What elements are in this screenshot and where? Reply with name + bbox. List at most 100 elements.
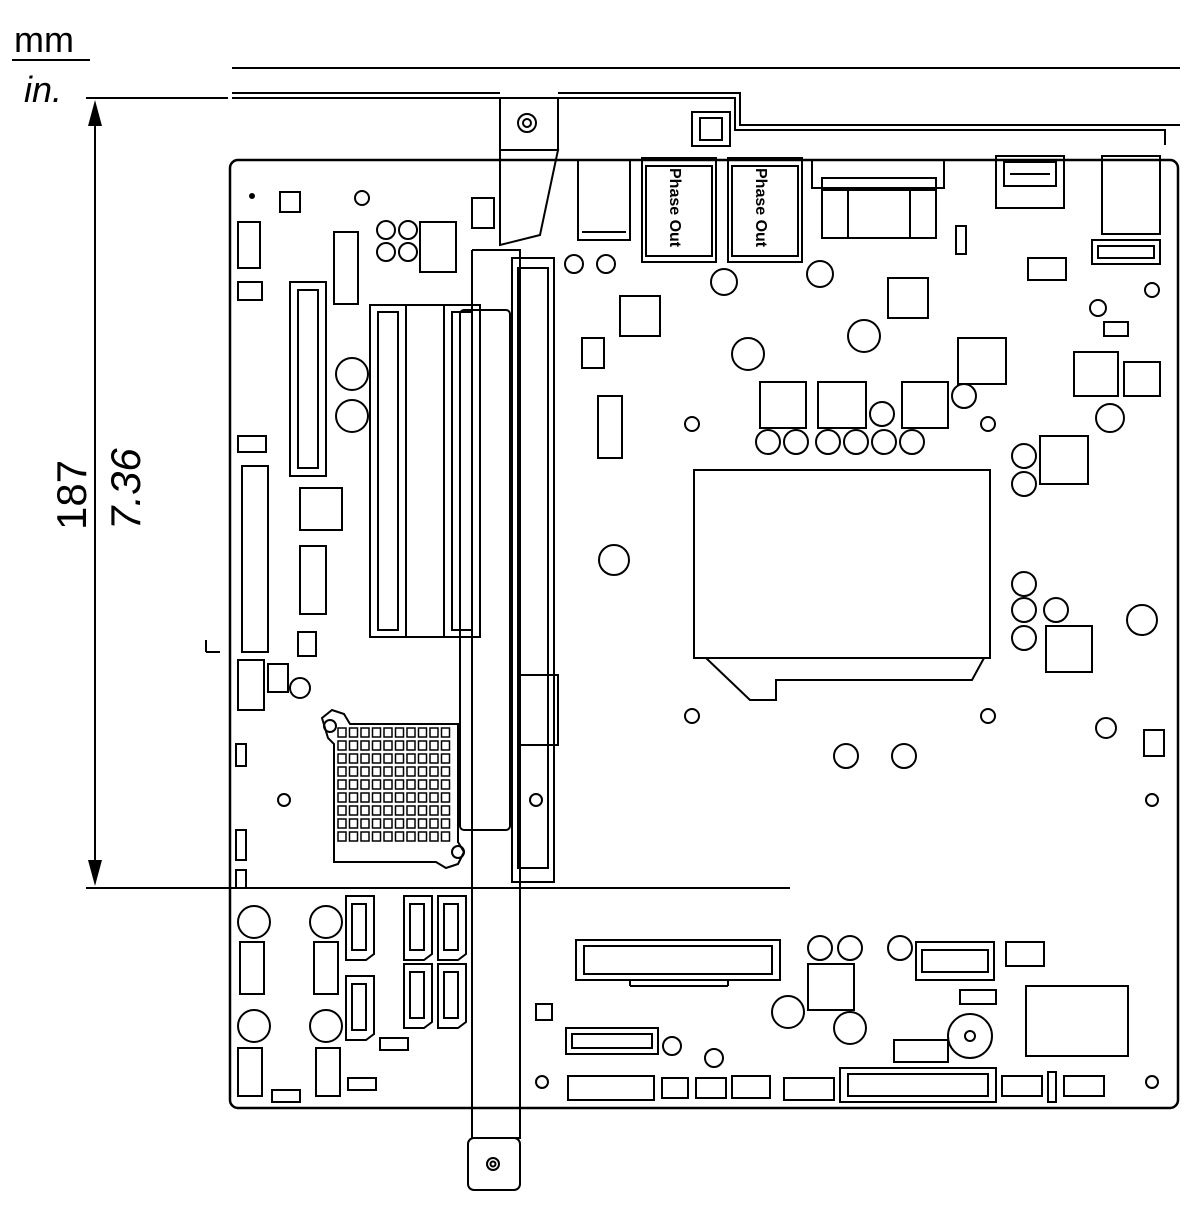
heatsink-fin (383, 805, 393, 816)
heatsink-fin (429, 779, 439, 790)
heatsink-fin (417, 792, 428, 803)
unit-mm: mm (14, 19, 74, 60)
heatsink-fin (371, 727, 382, 738)
height-dimension: 187 7.36 (48, 97, 790, 889)
heatsink-fin (337, 792, 347, 803)
sata-4 (437, 895, 467, 961)
heatsink-fin (337, 818, 347, 829)
heatsink-fin (406, 727, 416, 738)
heatsink-fin (371, 818, 382, 829)
arrow-top (88, 100, 102, 126)
left-connectors (205, 190, 457, 711)
memory-slot-2 (443, 304, 481, 638)
heatsink-fin (429, 805, 439, 816)
heatsink-fin (406, 766, 416, 777)
arrow-bottom (88, 860, 102, 886)
heatsink-fin (406, 818, 416, 829)
heatsink-fin (360, 740, 370, 751)
small-connector (691, 111, 731, 147)
heatsink-fin (371, 831, 382, 842)
heatsink-fin (371, 792, 382, 803)
usb-connector (995, 155, 1065, 209)
heatsink-fin (348, 805, 359, 816)
heatsink-fin (348, 792, 359, 803)
cpu-area (564, 225, 1165, 807)
heatsink-fin (371, 740, 382, 751)
heatsink-fin (417, 831, 428, 842)
heatsink-fin (394, 740, 405, 751)
board-outline (228, 158, 1180, 1110)
heatsink-fin (360, 727, 370, 738)
unit-legend: mm in. (12, 19, 90, 110)
heatsink (320, 708, 466, 870)
heatsink-fin (337, 831, 347, 842)
sata-5 (403, 963, 433, 1029)
heatsink-fin (394, 727, 405, 738)
heatsink-fin (337, 727, 347, 738)
bottom-connectors (535, 935, 1159, 1103)
heatsink-fin (383, 792, 393, 803)
heatsink-fin (394, 792, 405, 803)
heatsink-fin (348, 753, 359, 764)
heatsink-fin (440, 740, 451, 751)
heatsink-fin (440, 753, 451, 764)
heatsink-fin (440, 805, 451, 816)
heatsink-fin (417, 766, 428, 777)
heatsink-fin (337, 766, 347, 777)
riser-bracket (459, 249, 559, 1191)
heatsink-fin (429, 753, 439, 764)
sata-2 (345, 975, 375, 1041)
heatsink-fin (348, 818, 359, 829)
gpio-header (241, 465, 269, 653)
heatsink-fin (440, 779, 451, 790)
memory-slots (369, 304, 481, 638)
heatsink-fin (371, 779, 382, 790)
lpt-header (839, 1067, 997, 1103)
heatsink-fin (383, 818, 393, 829)
heatsink-fin (429, 766, 439, 777)
top-bracket (499, 97, 559, 151)
heatsink-fin (383, 766, 393, 777)
sata-connectors (345, 895, 467, 1041)
heatsink-fin (406, 740, 416, 751)
heatsink-fin (440, 727, 451, 738)
heatsink-fin (394, 766, 405, 777)
heatsink-fin (337, 740, 347, 751)
lan-port-1: Phase Out (641, 157, 717, 263)
audio-jack (577, 159, 631, 241)
heatsink-fin (371, 766, 382, 777)
dimension-mm-value: 187 (48, 460, 95, 530)
atx-power-connector (575, 939, 781, 981)
heatsink-fin (394, 818, 405, 829)
heatsink-fin (406, 792, 416, 803)
heatsink-fin (360, 766, 370, 777)
heatsink-fin (417, 727, 428, 738)
heatsink-fin (383, 831, 393, 842)
heatsink-fin (383, 779, 393, 790)
heatsink-fin (337, 779, 347, 790)
lower-left-components (235, 743, 409, 1103)
heatsink-fin (394, 753, 405, 764)
unit-inch: in. (24, 69, 62, 110)
heatsink-fin (394, 831, 405, 842)
memory-slot-1 (369, 304, 407, 638)
heatsink-fin (440, 831, 451, 842)
heatsink-fin (429, 792, 439, 803)
heatsink-fin (429, 818, 439, 829)
heatsink-fin (383, 753, 393, 764)
heatsink-fin (440, 818, 451, 829)
heatsink-fin (394, 779, 405, 790)
sata-6 (437, 963, 467, 1029)
heatsink-fin (406, 753, 416, 764)
heatsink-fin (348, 740, 359, 751)
rear-io: Phase Out Phase Out (471, 97, 1161, 281)
power-connector-4pin (1123, 361, 1161, 397)
heatsink-fin (440, 766, 451, 777)
pcie-x1-slot (289, 281, 327, 477)
heatsink-fin (417, 818, 428, 829)
front-panel-header (915, 941, 995, 981)
heatsink-fin (417, 753, 428, 764)
lan-port-2: Phase Out (727, 157, 803, 263)
heatsink-fin (383, 727, 393, 738)
heatsink-fin (348, 831, 359, 842)
